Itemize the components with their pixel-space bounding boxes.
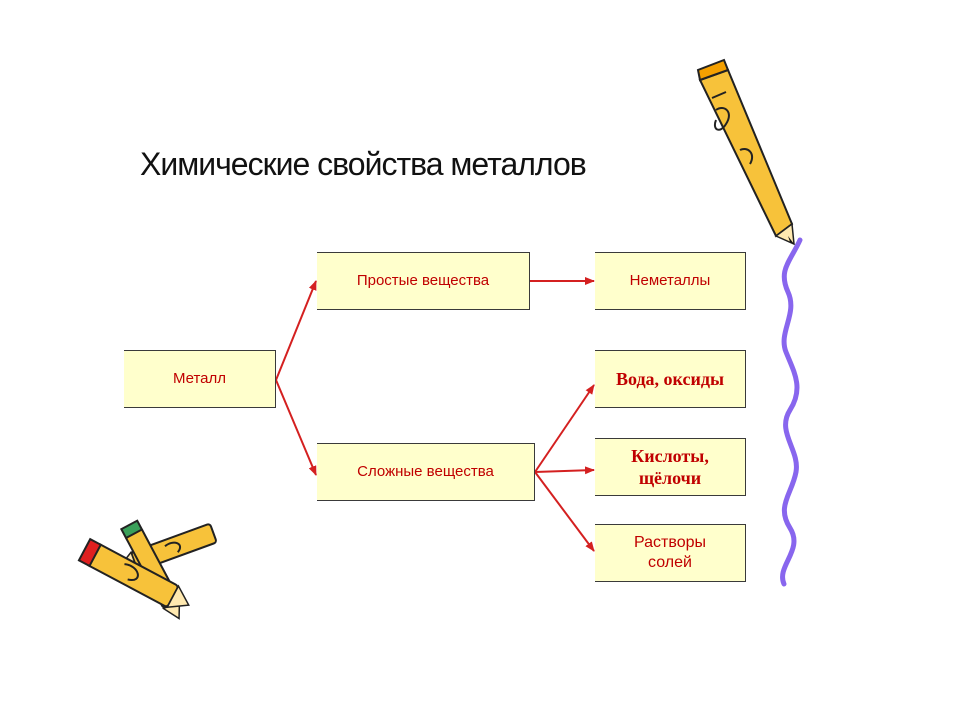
node-complex-substances: Сложные вещества bbox=[317, 443, 535, 501]
page-title: Химические свойства металлов bbox=[140, 146, 587, 182]
arrow-complex-to-water-oxides bbox=[534, 384, 595, 473]
node-salt-solutions: Растворы солей bbox=[595, 524, 746, 582]
arrow-complex-to-salts bbox=[534, 471, 595, 552]
arrow-metal-to-simple bbox=[275, 280, 317, 381]
pencil-icon bbox=[696, 58, 795, 246]
node-nonmetals: Неметаллы bbox=[595, 252, 746, 310]
crossed-pencils-icon bbox=[77, 519, 217, 620]
arrow-complex-to-acids bbox=[534, 466, 595, 475]
node-water-oxides: Вода, оксиды bbox=[595, 350, 746, 408]
node-acids-alkalis: Кислоты, щёлочи bbox=[595, 438, 746, 496]
node-metal: Металл bbox=[124, 350, 276, 408]
arrow-metal-to-complex bbox=[275, 379, 317, 476]
node-simple-substances: Простые вещества bbox=[317, 252, 530, 310]
wavy-ribbon bbox=[780, 237, 803, 587]
